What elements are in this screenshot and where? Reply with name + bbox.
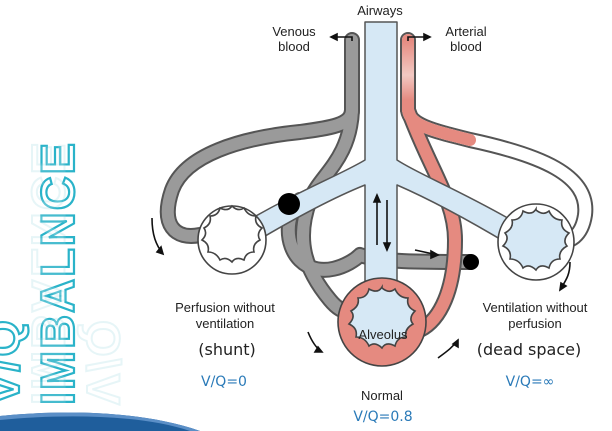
shunt-desc-line-1: Perfusion without bbox=[175, 300, 275, 315]
airway-obstruction bbox=[278, 193, 300, 215]
shunt-desc-line-2: ventilation bbox=[196, 316, 255, 331]
dead-space-term: (dead space) bbox=[477, 340, 581, 359]
venous-line-1: Venous bbox=[272, 24, 316, 39]
normal-ratio: V/Q=0.8 bbox=[353, 409, 412, 425]
dead-desc-line-1: Ventilation without bbox=[483, 300, 588, 315]
dead-desc-line-2: perfusion bbox=[508, 316, 561, 331]
shunt-term: (shunt) bbox=[198, 340, 256, 359]
airways-label: Airways bbox=[357, 3, 403, 18]
arterial-line-1: Arterial bbox=[445, 24, 486, 39]
alveoli bbox=[197, 203, 575, 367]
vessel-obstruction bbox=[463, 254, 479, 270]
flow-arrows bbox=[151, 32, 571, 359]
corner-swoosh bbox=[0, 412, 200, 431]
shunt-ratio: V/Q=0 bbox=[201, 374, 247, 390]
venous-line-2: blood bbox=[278, 39, 310, 54]
arterial-line-2: blood bbox=[450, 39, 482, 54]
normal-label: Normal bbox=[361, 388, 403, 403]
dead-space-ratio: V/Q=∞ bbox=[506, 374, 555, 390]
alveolus-label: Alveolus bbox=[358, 327, 408, 342]
arterial-vessels bbox=[400, 32, 594, 338]
